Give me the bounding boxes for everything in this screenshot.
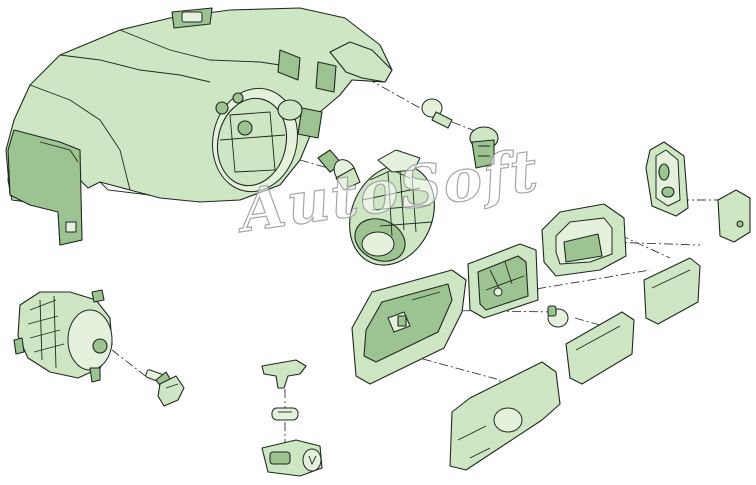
- clip: [261, 359, 307, 389]
- side-repeater-lens: [717, 189, 751, 243]
- cover-plate: [377, 149, 421, 173]
- indicator-housing: [351, 269, 467, 385]
- fog-lamp: [13, 289, 113, 383]
- fog-bulb-connector: [157, 375, 185, 407]
- side-marker-bulb: [421, 98, 453, 129]
- lamp-socket: [261, 439, 323, 477]
- clear-lens-small: [565, 311, 635, 385]
- bulb-holder-frame: [541, 203, 627, 277]
- headlamp-housing: [5, 7, 393, 246]
- capless-bulb: [271, 407, 299, 421]
- side-repeater-housing: [645, 141, 689, 217]
- indicator-lens: [449, 361, 561, 471]
- main-reflector-opening: [212, 87, 303, 193]
- bulb-carrier: [467, 243, 539, 319]
- rear-dust-cover: [349, 164, 435, 266]
- h4-bulb: [317, 149, 361, 191]
- clear-lens-large: [643, 257, 701, 325]
- indicator-bulb: [547, 305, 569, 328]
- bulb-holder: [469, 126, 499, 169]
